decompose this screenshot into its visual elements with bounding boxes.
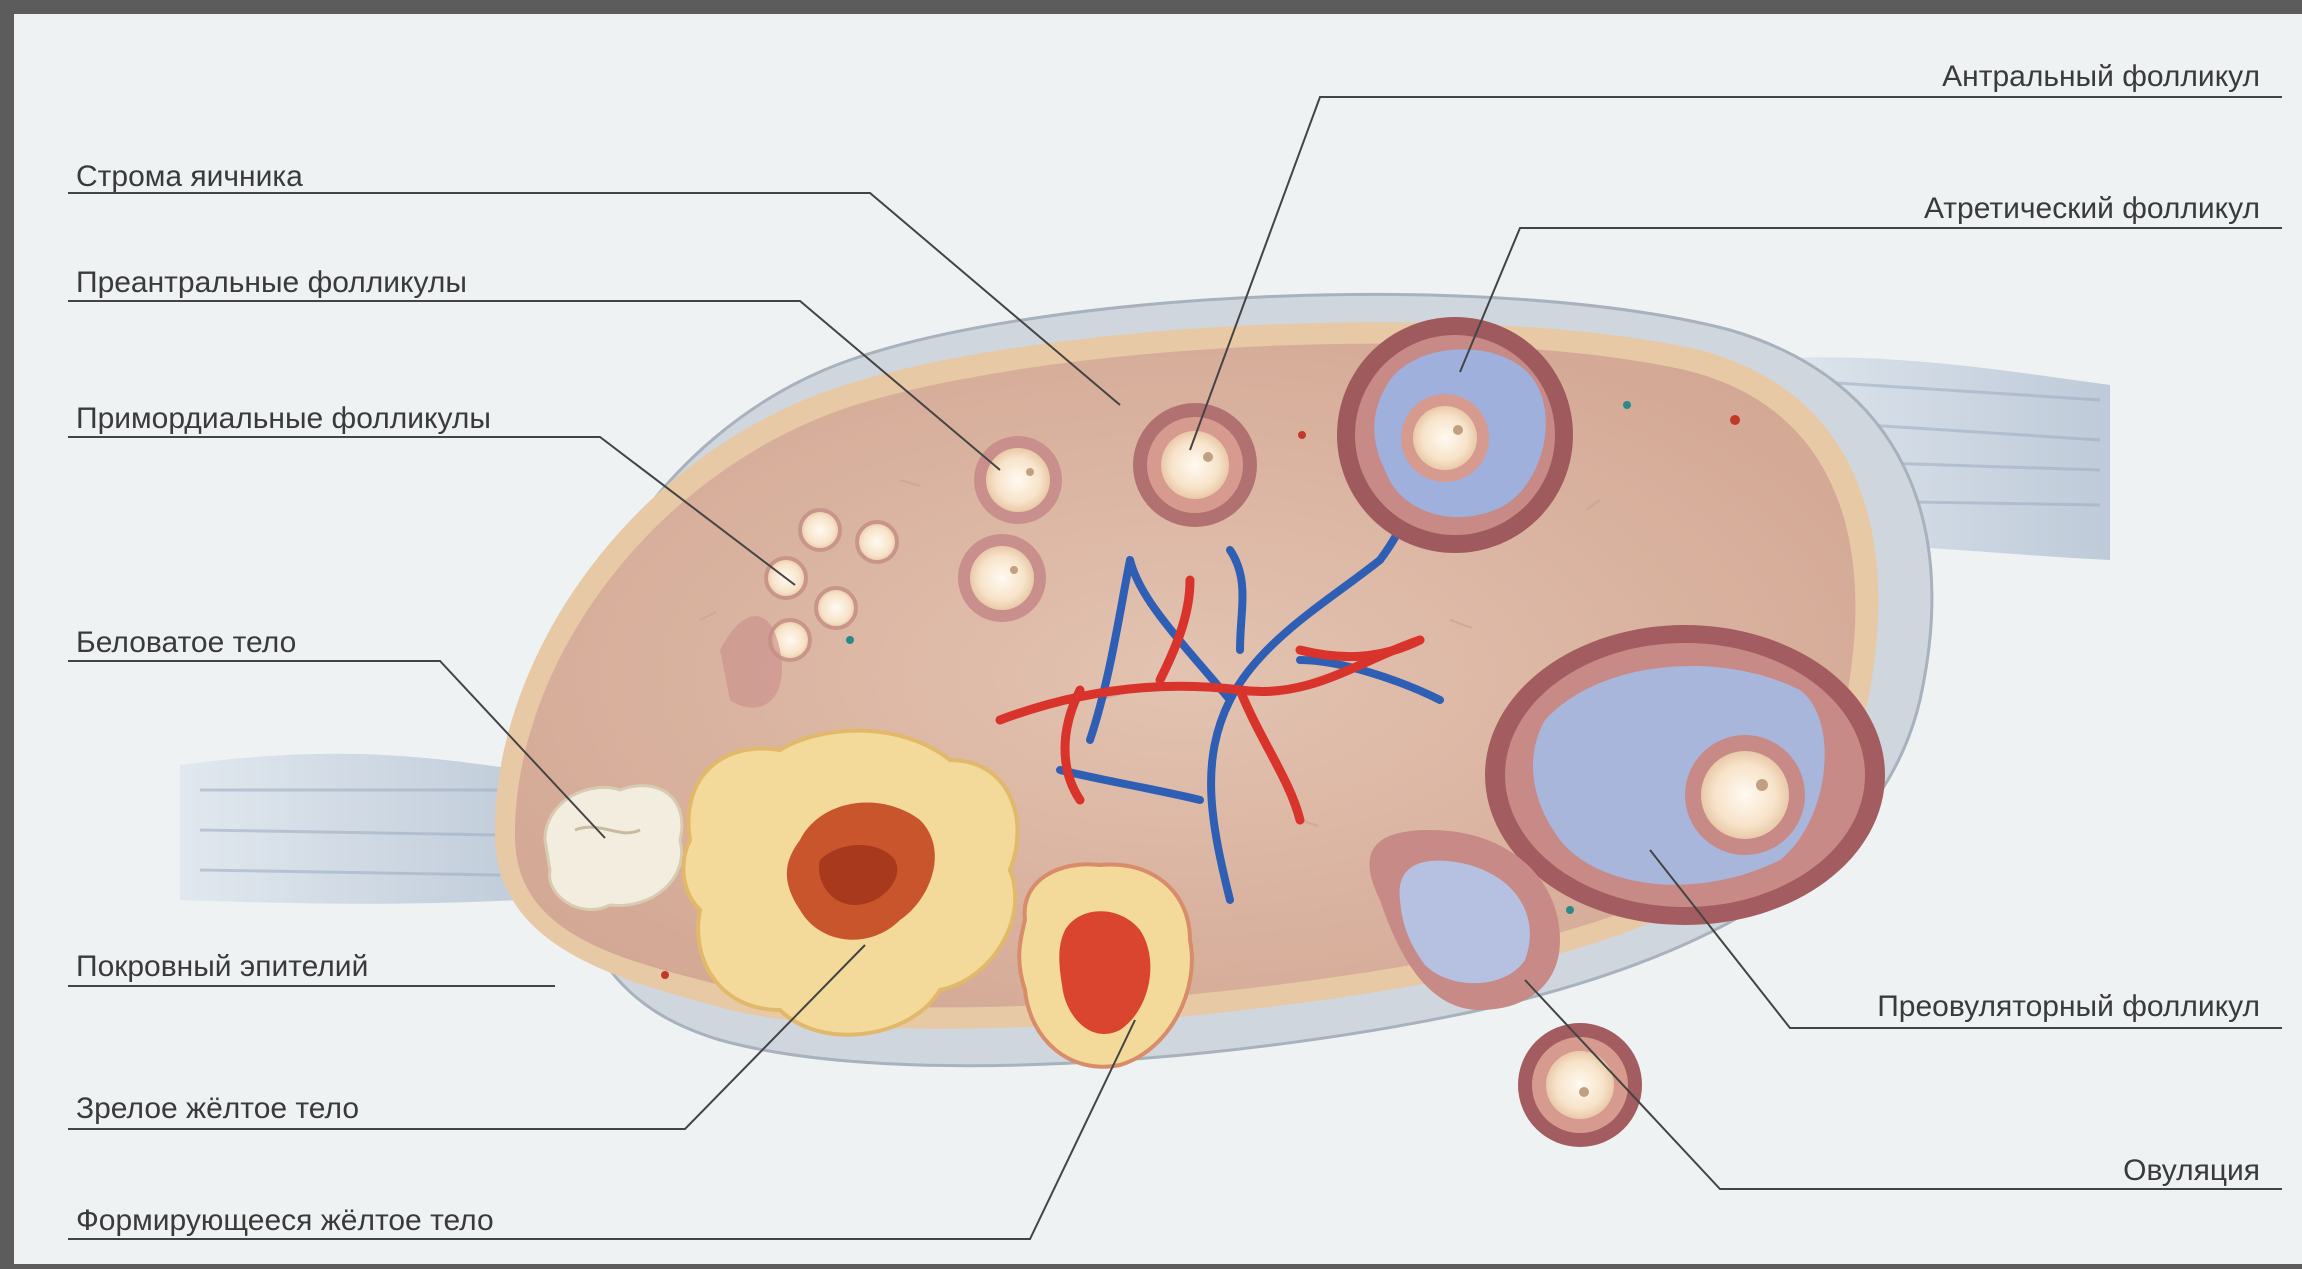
- label-atretic: Атретический фолликул: [1924, 192, 2260, 225]
- label-ovulation: Овуляция: [2123, 1154, 2260, 1187]
- atretic-follicle: [1337, 317, 1573, 553]
- corpus-albicans: [545, 786, 682, 910]
- label-forming-luteum: Формирующееся жёлтое тело: [76, 1204, 494, 1237]
- left-ligament: [180, 754, 520, 904]
- label-albicans: Беловатое тело: [76, 626, 296, 659]
- label-preovulatory: Преовуляторный фолликул: [1877, 990, 2260, 1023]
- antral-follicle: [1133, 403, 1257, 527]
- label-epithelium: Покровный эпителий: [76, 950, 368, 983]
- label-mature-luteum: Зрелое жёлтое тело: [76, 1092, 359, 1125]
- label-primordial: Примордиальные фолликулы: [76, 402, 491, 435]
- label-preantral: Преантральные фолликулы: [76, 266, 467, 299]
- preovulatory-follicle: [1485, 625, 1885, 925]
- label-antral: Антральный фолликул: [1942, 60, 2260, 93]
- label-stroma: Строма яичника: [76, 160, 303, 193]
